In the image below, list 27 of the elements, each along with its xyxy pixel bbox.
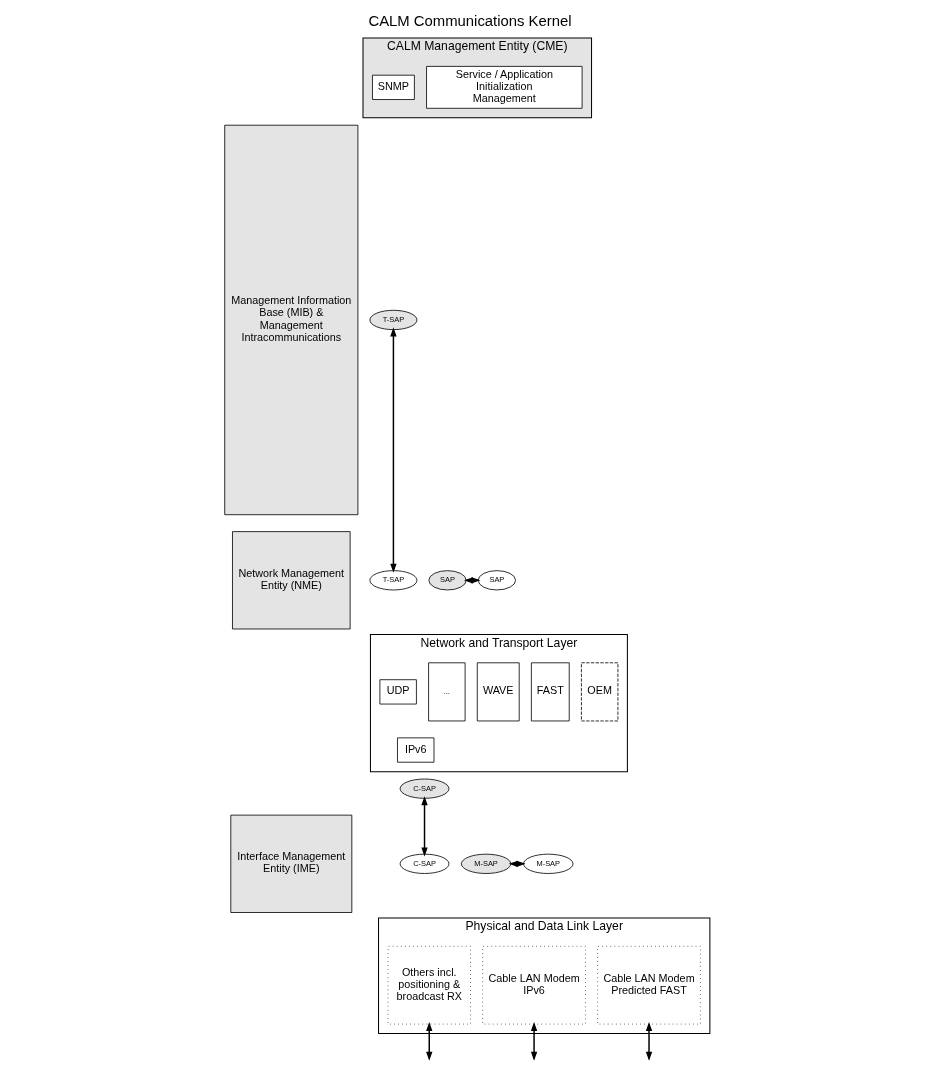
- node-box: Cable LAN Modem IPv6: [481, 945, 586, 1025]
- node-ellipse: SAP: [427, 570, 467, 591]
- node-box: Service / Application Initialization Management: [425, 66, 582, 109]
- node-box: Others incl. positioning & broadcast RX: [387, 945, 471, 1025]
- node-box: Management Information Base (MIB) & Management Intracommunications: [223, 124, 358, 516]
- node-box: IPv6: [396, 737, 434, 763]
- node-box: SNMP: [371, 74, 415, 100]
- arrow: [420, 796, 428, 857]
- node-ellipse: T-SAP: [369, 309, 417, 331]
- node-box: ...: [427, 662, 465, 722]
- node-ellipse: T-SAP: [369, 570, 417, 591]
- arrow: [530, 1021, 537, 1061]
- arrow: [645, 1021, 652, 1061]
- node-ellipse: M-SAP: [460, 853, 511, 874]
- node-box: Interface Management Entity (IME): [229, 814, 352, 913]
- node-ellipse: M-SAP: [522, 853, 573, 874]
- node-box: OEM: [580, 662, 618, 722]
- diagram-title: CALM Communications Kernel: [367, 12, 572, 29]
- node-ellipse: C-SAP: [399, 853, 449, 874]
- node-box: Cable LAN Modem Predicted FAST: [596, 945, 701, 1025]
- node-ellipse: SAP: [477, 570, 516, 591]
- node-box: FAST: [530, 662, 570, 722]
- node-box: UDP: [379, 679, 417, 705]
- node-box: Network Management Entity (NME): [231, 531, 351, 630]
- node-box: WAVE: [476, 662, 520, 722]
- node-ellipse: C-SAP: [399, 778, 449, 799]
- arrow: [389, 327, 397, 573]
